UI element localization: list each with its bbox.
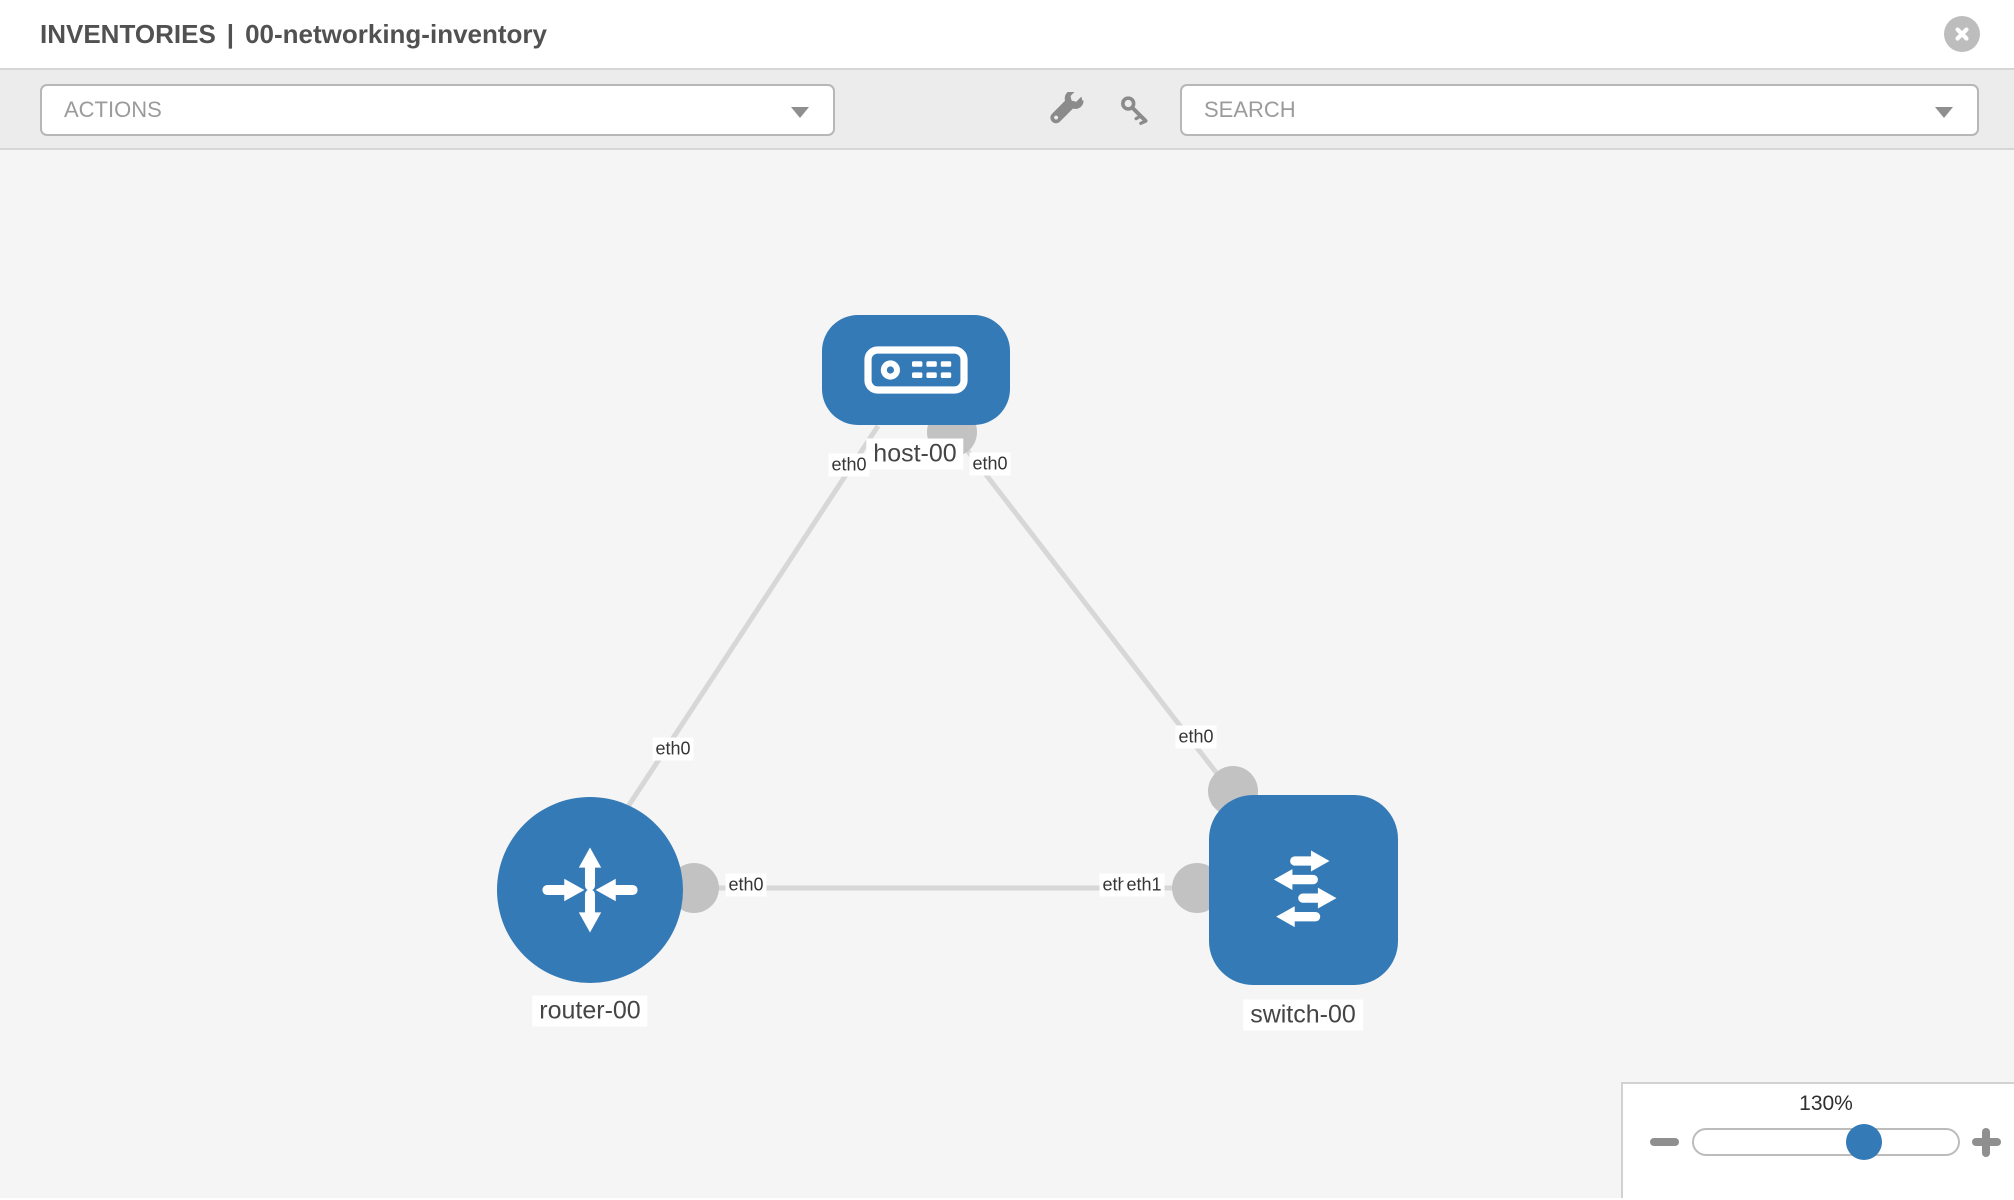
actions-dropdown[interactable]: ACTIONS <box>40 84 835 136</box>
server-icon <box>864 346 968 394</box>
zoom-level-value: 130% <box>1799 1092 1853 1115</box>
node-host-00[interactable] <box>822 315 1010 425</box>
chevron-down-icon <box>791 107 809 118</box>
close-button[interactable] <box>1944 16 1980 52</box>
interface-label-host-to-switch: eth0 <box>969 452 1011 476</box>
chevron-down-icon <box>1935 107 1953 118</box>
node-router-00[interactable] <box>497 797 683 983</box>
node-label-host: host-00 <box>866 438 964 470</box>
zoom-slider-handle[interactable] <box>1846 1124 1882 1160</box>
interface-label-host-to-router: eth0 <box>828 453 870 477</box>
page-title-separator: | <box>226 18 235 49</box>
toolbar: ACTIONS SEARCH <box>0 70 2014 150</box>
page-title: INVENTORIES | 00-networking-inventory <box>40 19 547 50</box>
link-host-router <box>609 424 881 833</box>
interface-label-switch-to-router: eth1 <box>1123 873 1165 897</box>
page-title-primary: INVENTORIES <box>40 18 216 49</box>
zoom-in-plus-icon[interactable] <box>1972 1128 2001 1157</box>
zoom-out-minus-icon[interactable] <box>1650 1138 1679 1146</box>
topology-canvas[interactable]: host-00 router-00 switch-00 eth0 eth0 et… <box>0 150 2014 1198</box>
switch-arrows-icon <box>1246 832 1362 948</box>
search-dropdown[interactable]: SEARCH <box>1180 84 1979 136</box>
wrench-icon <box>1050 92 1086 128</box>
wrench-button[interactable] <box>1050 92 1086 128</box>
node-label-switch: switch-00 <box>1243 999 1363 1031</box>
page-title-secondary: 00-networking-inventory <box>245 18 547 49</box>
panel-header: INVENTORIES | 00-networking-inventory <box>0 0 2014 70</box>
topology-links-layer <box>609 407 1258 913</box>
zoom-slider-track[interactable] <box>1692 1128 1960 1156</box>
plus-bar-vertical <box>1982 1128 1990 1157</box>
key-icon <box>1116 92 1152 128</box>
close-icon <box>1953 25 1971 43</box>
search-dropdown-label: SEARCH <box>1204 97 1296 122</box>
interface-label-router-to-switch: eth0 <box>725 873 767 897</box>
zoom-panel: 130% <box>1621 1082 2014 1198</box>
actions-dropdown-label: ACTIONS <box>64 97 162 122</box>
interface-label-switch-to-host: eth0 <box>1175 725 1217 749</box>
router-arrows-icon <box>534 834 646 946</box>
key-button[interactable] <box>1116 92 1152 128</box>
interface-label-router-to-host: eth0 <box>652 737 694 761</box>
node-switch-00[interactable] <box>1209 795 1398 985</box>
node-label-router: router-00 <box>532 995 648 1027</box>
